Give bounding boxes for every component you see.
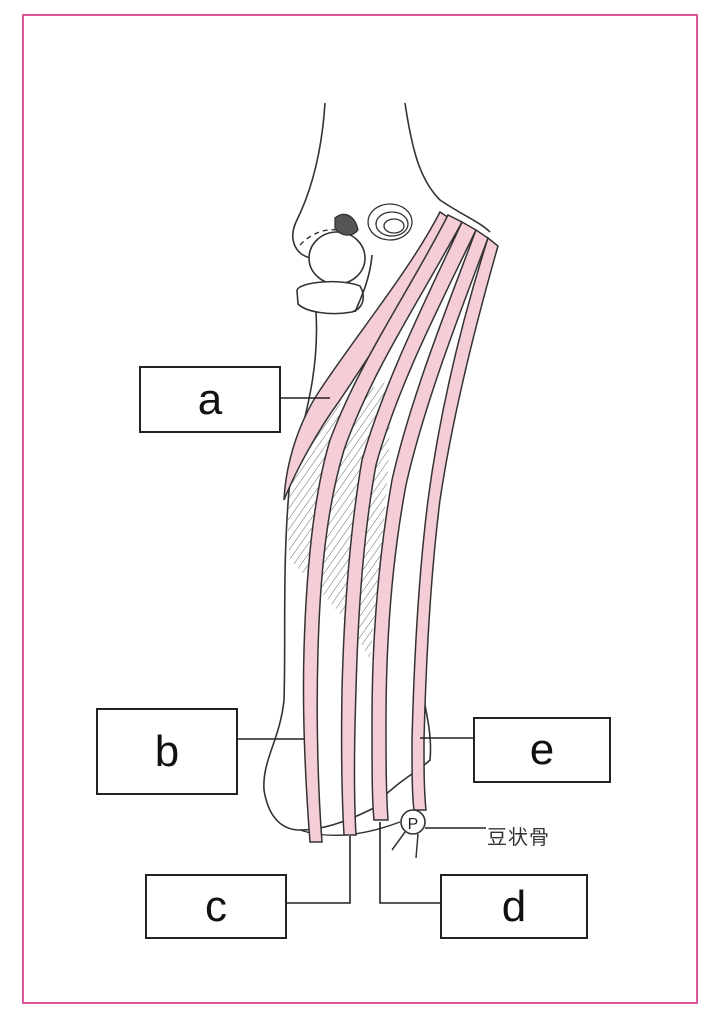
humeral-condyle [308,231,366,285]
humerus-bone [292,102,491,259]
leader-c [287,836,351,904]
medial-epicondyle [334,203,413,241]
radius-head [296,280,365,315]
leader-lines [238,397,486,904]
leader-d [379,822,440,904]
muscle-b [302,213,464,843]
pisiform-bone [400,809,426,835]
label-a: a [139,366,281,433]
pisiform-tendon [391,831,419,859]
muscle-e [411,236,499,811]
label-e: e [473,717,611,783]
muscle-d [371,228,489,821]
muscle-c [340,220,477,836]
label-d: d [440,874,588,939]
label-c: c [145,874,287,939]
pisiform-label: 豆状骨 [487,825,550,849]
label-b: b [96,708,238,795]
pisiform-marker: P [408,816,419,833]
ulna-bone [354,254,432,801]
diagram-frame [22,14,698,1004]
